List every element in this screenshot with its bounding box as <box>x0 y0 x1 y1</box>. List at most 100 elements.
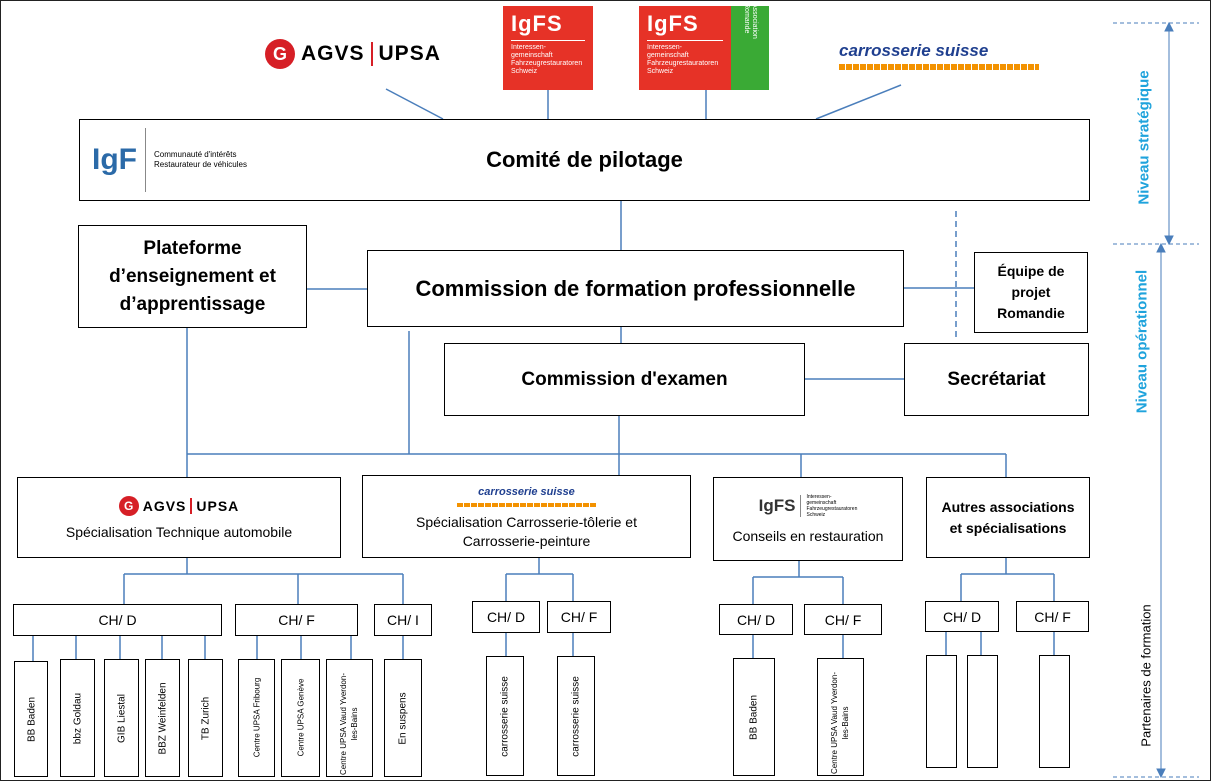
school-label: GIB Liestal <box>116 694 128 743</box>
region-box: CH/ D <box>472 601 540 633</box>
agvs-logo-text: AGVS <box>142 497 187 514</box>
school-box <box>926 655 957 768</box>
igfs-association-band: Association Romande <box>731 3 769 90</box>
school-box: Centre UPSA Genève <box>281 659 320 777</box>
igf-separator <box>145 128 146 192</box>
igfs-mark: IgFS <box>647 11 699 36</box>
agvs-icon: G <box>265 39 295 69</box>
agvs-icon: G <box>118 495 139 516</box>
igf-subtitle: Communauté d'intérêts Restaurateur de vé… <box>154 150 247 169</box>
equipe-box: Équipe de projet Romandie <box>974 252 1088 333</box>
region-label: CH/ F <box>1034 608 1071 625</box>
school-box <box>967 655 998 768</box>
agvs-logo-text: AGVS <box>301 42 365 65</box>
agvs-separator <box>190 497 193 514</box>
spec-carrosserie-box: carrosserie suisse Spécialisation Carros… <box>362 475 691 558</box>
spec-carrosserie-label: Spécialisation Carrosserie-tôlerie et Ca… <box>416 513 637 549</box>
secretariat-box: Secrétariat <box>904 343 1089 416</box>
carrosserie-logo-text: carrosserie suisse <box>478 485 575 498</box>
plateforme-box: Plateforme d’enseignement et d’apprentis… <box>78 225 307 328</box>
commission-formation-label: Commission de formation professionnelle <box>415 275 856 301</box>
school-box: bbz Goldau <box>60 659 95 777</box>
school-box: Centre UPSA Vaud Yverdon-les-Bains <box>326 659 373 777</box>
carrosserie-suisse-logo: carrosserie suisse <box>839 41 1039 75</box>
school-box: carrosserie suisse <box>486 656 524 776</box>
school-label: Centre UPSA Fribourg <box>252 677 262 758</box>
spec-conseils-box: IgFS Interessen- gemeinschaft Fahrzeugre… <box>713 477 903 561</box>
school-box: BB Baden <box>733 658 775 776</box>
agvs-upsa-logo: G AGVS UPSA <box>265 37 441 71</box>
agvs-small-logo: G AGVS UPSA <box>118 495 240 516</box>
school-box: BBZ Weinfelden <box>145 659 180 777</box>
upsa-logo-text: UPSA <box>378 42 441 65</box>
school-label: En suspens <box>397 692 409 745</box>
igf-logo: IgF Communauté d'intérêts Restaurateur d… <box>92 128 247 192</box>
school-label: TB Zurich <box>200 696 212 741</box>
region-label: CH/ F <box>560 609 598 625</box>
region-box: CH/ D <box>13 604 222 636</box>
region-box: CH/ I <box>374 604 432 636</box>
secretariat-label: Secrétariat <box>947 368 1046 390</box>
school-label: bbz Goldau <box>72 692 84 745</box>
commission-formation-box: Commission de formation professionnelle <box>367 250 904 327</box>
level-operationnel-label: Niveau opérationnel <box>1133 269 1151 414</box>
igf-mark: IgF <box>92 143 137 176</box>
school-box: Centre UPSA Vaud Yverdon-les-Bains <box>817 658 864 776</box>
region-label: CH/ D <box>486 609 526 625</box>
spec-autres-box: Autres associations et spécialisations <box>926 477 1090 558</box>
region-label: CH/ I <box>387 612 419 628</box>
igfs-mark: IgFS <box>511 11 563 36</box>
igfs-logo: IgFS Interessen- gemeinschaft Fahrzeugre… <box>503 6 593 90</box>
school-label: Centre UPSA Genève <box>296 678 306 757</box>
carrosserie-stripe <box>839 64 1039 70</box>
commission-examen-label: Commission d'examen <box>521 368 728 390</box>
school-box: GIB Liestal <box>104 659 139 777</box>
school-label: BBZ Weinfelden <box>157 682 169 755</box>
spec-technique-box: G AGVS UPSA Spécialisation Technique aut… <box>17 477 341 558</box>
school-box: BB Baden <box>14 661 48 777</box>
school-label: BB Baden <box>748 694 760 741</box>
level-strategique-label: Niveau stratégique <box>1135 70 1153 205</box>
partenaires-label: Partenaires de formation <box>1138 604 1154 747</box>
region-box: CH/ D <box>925 601 999 632</box>
commission-examen-box: Commission d'examen <box>444 343 805 416</box>
igfs-subtitle: Interessen- gemeinschaft Fahrzeugrestaur… <box>647 44 719 75</box>
igfs-small-logo: IgFS Interessen- gemeinschaft Fahrzeugre… <box>759 494 858 518</box>
region-box: CH/ F <box>1016 601 1089 632</box>
spec-autres-label: Autres associations et spécialisations <box>941 498 1075 536</box>
plateforme-label: Plateforme d’enseignement et d’apprentis… <box>109 237 276 315</box>
school-label: BB Baden <box>26 696 38 743</box>
school-box: Centre UPSA Fribourg <box>238 659 275 777</box>
igfs-romandie-logo: IgFS Interessen- gemeinschaft Fahrzeugre… <box>639 6 731 90</box>
spec-conseils-label: Conseils en restauration <box>732 528 884 544</box>
agvs-separator <box>370 42 373 66</box>
spec-technique-label: Spécialisation Technique automobile <box>65 523 293 540</box>
region-box: CH/ F <box>547 601 611 633</box>
comite-box: IgF Communauté d'intérêts Restaurateur d… <box>79 119 1090 201</box>
region-label: CH/ D <box>942 608 982 625</box>
school-box: carrosserie suisse <box>557 656 595 776</box>
upsa-logo-text: UPSA <box>196 497 240 514</box>
equipe-label: Équipe de projet Romandie <box>997 263 1065 321</box>
carrosserie-logo-text: carrosserie suisse <box>839 41 989 60</box>
region-label: CH/ D <box>98 612 137 628</box>
region-label: CH/ D <box>736 611 776 628</box>
school-label: Centre UPSA Vaud Yverdon-les-Bains <box>339 673 359 775</box>
region-label: CH/ F <box>278 612 315 628</box>
school-label: Centre UPSA Vaud Yverdon-les-Bains <box>830 672 850 774</box>
igfs-subtitle: Interessen- gemeinschaft Fahrzeugrestaur… <box>511 44 583 75</box>
igfs-separator <box>800 495 802 517</box>
igfs-association-label: Association Romande <box>743 3 758 39</box>
igfs-subtitle: Interessen- gemeinschaft Fahrzeugrestaur… <box>806 494 858 518</box>
carrosserie-small-logo: carrosserie suisse <box>456 483 597 507</box>
school-box: TB Zurich <box>188 659 223 777</box>
comite-label: Comité de pilotage <box>486 147 683 172</box>
school-label: carrosserie suisse <box>499 676 511 757</box>
region-label: CH/ F <box>824 611 862 628</box>
school-label: carrosserie suisse <box>570 676 582 757</box>
carrosserie-stripe <box>456 502 597 507</box>
region-box: CH/ D <box>719 604 793 635</box>
region-box: CH/ F <box>804 604 882 635</box>
